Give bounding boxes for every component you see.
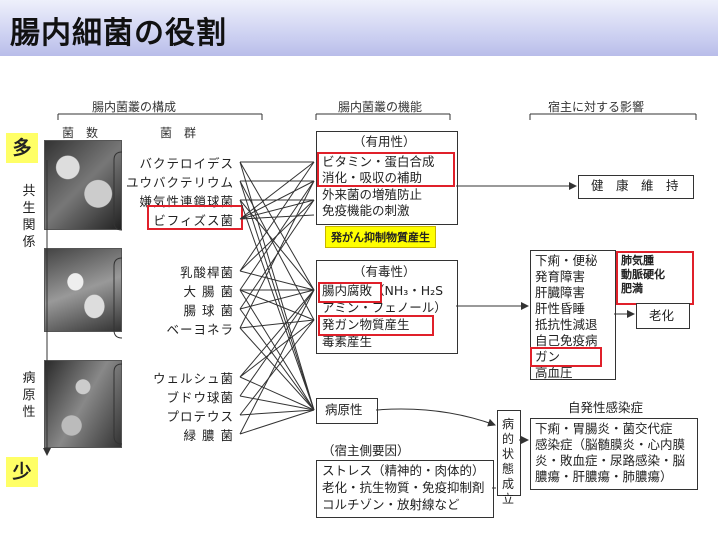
infection-item: 下痢・胃腸炎・菌交代症	[535, 421, 673, 436]
pathology-box: 病的状態成立	[497, 410, 521, 506]
micrograph-image-2	[44, 248, 122, 332]
effect-item: 発育障害	[535, 269, 586, 284]
host-factors-heading: （宿主側要因）	[322, 443, 410, 458]
pathogenicity-box: 病原性	[316, 398, 378, 424]
useful-item: 免疫機能の刺激	[322, 203, 410, 218]
infection-item: 炎・敗血症・尿路感染・脳	[535, 453, 686, 468]
useful-item: ビタミン・蛋白合成	[322, 154, 435, 169]
organism-label: 緑 膿 菌	[183, 428, 234, 443]
useful-box: （有用性） ビタミン・蛋白合成 消化・吸収の補助 外来菌の増殖防止 免疫機能の刺…	[316, 131, 458, 225]
effect-item: 自己免疫病	[535, 333, 598, 348]
aging-box: 老化	[636, 303, 690, 329]
effect-item: 肝性昏睡	[535, 301, 586, 316]
harmful-heading: （有毒性）	[353, 264, 416, 279]
host-factor-item: ストレス（精神的・肉体的）	[322, 463, 485, 478]
aging-label: 老化	[649, 308, 675, 323]
useful-heading: （有用性）	[353, 134, 416, 149]
host-factor-item: 老化・抗生物質・免疫抑制剤	[322, 480, 485, 495]
micrograph-image-1	[44, 140, 122, 230]
organism-label: 腸 球 菌	[183, 303, 234, 318]
side-effect-item: 動脈硬化	[621, 268, 665, 281]
pathology-label: 病的状態成立	[502, 417, 515, 506]
note-anticancer: 発がん抑制物質産生	[325, 226, 436, 248]
highlight-carcinogen	[318, 315, 434, 336]
header-group: 菌 群	[160, 126, 197, 140]
effect-item: ガン	[535, 349, 561, 364]
effect-item: 高血圧	[535, 365, 573, 380]
effect-item: 肝臓障害	[535, 285, 586, 300]
organism-label: ブドウ球菌	[166, 390, 234, 405]
highlight-useful	[317, 152, 455, 187]
harmful-item: アミン・フェノール）	[322, 300, 447, 315]
organism-label: ユウバクテリウム	[125, 175, 234, 190]
micrograph-image-3	[44, 360, 122, 448]
organism-label: プロテウス	[166, 409, 234, 424]
infection-title: 自発性感染症	[568, 400, 644, 415]
label-symbiosis: 共生関係	[22, 184, 36, 250]
organism-label: ウェルシュ菌	[152, 371, 234, 386]
useful-item: 消化・吸収の補助	[322, 170, 423, 185]
effect-item: 抵抗性減退	[535, 317, 598, 332]
health-box: 健 康 維 持	[578, 175, 694, 199]
host-factor-item: コルチゾン・放射線など	[322, 497, 460, 512]
infection-item: 感染症（脳髄膜炎・心内膜	[535, 437, 686, 452]
organism-label: バクテロイデス	[139, 156, 234, 171]
organism-label: ビフィズス菌	[153, 213, 234, 228]
effect-item: 下痢・便秘	[535, 253, 598, 268]
host-factors-box: ストレス（精神的・肉体的） 老化・抗生物質・免疫抑制剤 コルチゾン・放射線など	[316, 460, 494, 518]
header-function: 腸内菌叢の機能	[338, 100, 423, 114]
label-few: 少	[6, 457, 38, 487]
label-many: 多	[6, 133, 38, 163]
pathogenicity-label: 病原性	[325, 402, 363, 417]
harmful-item: 発ガン物質産生	[322, 317, 410, 332]
harmful-item: 毒素産生	[322, 334, 373, 349]
harmful-box: （有毒性） 腸内腐敗（NH₃・H₂S アミン・フェノール） 発ガン物質産生 毒素…	[316, 260, 458, 354]
side-effect-item: 肥満	[621, 282, 643, 295]
organism-label: 乳酸桿菌	[179, 265, 234, 280]
infection-item: 膿瘍・肝膿瘍・肺膿瘍）	[535, 469, 673, 484]
highlight-putrefaction	[318, 282, 382, 303]
header-effect: 宿主に対する影響	[548, 100, 645, 114]
header-composition: 腸内菌叢の構成	[92, 100, 177, 114]
highlight-cancer	[530, 347, 602, 367]
title-bar	[0, 0, 718, 56]
harmful-item: 腸内腐敗（NH₃・H₂S	[322, 283, 444, 298]
page-title: 腸内細菌の役割	[10, 16, 227, 51]
organism-label: ベーヨネラ	[166, 322, 234, 337]
health-label: 健 康 維 持	[591, 178, 679, 193]
label-pathogenic: 病原性	[22, 371, 36, 420]
infection-box: 下痢・胃腸炎・菌交代症 感染症（脳髄膜炎・心内膜 炎・敗血症・尿路感染・脳 膿瘍…	[530, 418, 698, 490]
organism-label: 大 腸 菌	[183, 284, 234, 299]
useful-item: 外来菌の増殖防止	[322, 187, 423, 202]
side-effect-item: 肺気腫	[621, 254, 654, 267]
header-count: 菌 数	[62, 126, 99, 140]
